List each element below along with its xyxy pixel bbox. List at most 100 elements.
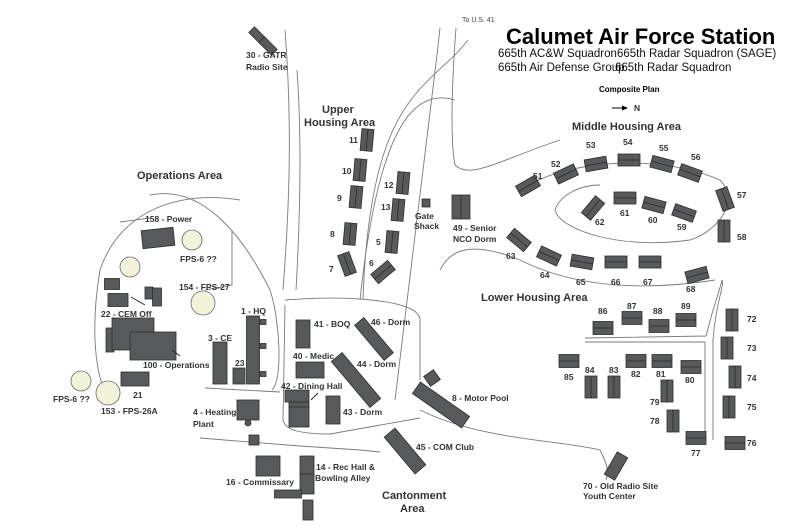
building[interactable] — [684, 265, 710, 285]
building-label: 13 — [381, 202, 391, 212]
building[interactable] — [255, 455, 281, 477]
building-label: 76 — [747, 438, 757, 448]
building[interactable] — [390, 198, 406, 222]
building[interactable] — [384, 230, 400, 254]
building-label: Radio Site — [246, 62, 288, 72]
building[interactable] — [120, 371, 150, 387]
area-cantonment-2: Area — [400, 503, 425, 515]
building[interactable] — [295, 361, 325, 379]
building[interactable] — [677, 163, 703, 183]
building[interactable] — [671, 203, 697, 223]
building[interactable] — [621, 311, 643, 325]
building-label: 158 - Power — [145, 214, 193, 224]
radar-antenna — [181, 229, 203, 251]
chimney-marker — [244, 419, 252, 427]
building[interactable] — [725, 308, 739, 332]
building[interactable] — [370, 259, 396, 285]
building[interactable] — [451, 194, 471, 220]
building[interactable] — [675, 313, 697, 327]
building[interactable] — [666, 409, 680, 433]
building[interactable] — [552, 163, 580, 185]
building[interactable] — [259, 319, 267, 325]
building[interactable] — [330, 351, 382, 409]
building[interactable] — [685, 431, 707, 445]
building[interactable] — [648, 319, 670, 333]
building[interactable] — [649, 154, 675, 174]
building[interactable] — [259, 371, 267, 377]
building-label: 45 - COM Club — [416, 442, 474, 452]
building[interactable] — [299, 473, 315, 495]
building[interactable] — [625, 354, 647, 368]
building[interactable] — [354, 316, 394, 362]
building[interactable] — [129, 331, 177, 361]
building[interactable] — [423, 369, 441, 387]
building[interactable] — [569, 253, 595, 271]
building[interactable] — [288, 406, 310, 428]
building[interactable] — [506, 227, 532, 253]
building[interactable] — [580, 195, 606, 221]
building-label: 84 — [585, 365, 595, 375]
building[interactable] — [720, 336, 734, 360]
building[interactable] — [603, 451, 629, 481]
building[interactable] — [302, 499, 314, 521]
building[interactable] — [514, 174, 542, 198]
building-label: NCO Dorm — [453, 234, 497, 244]
building[interactable] — [348, 185, 364, 209]
building[interactable] — [232, 367, 246, 385]
building[interactable] — [604, 255, 628, 269]
road-label: To U.S. 41 — [462, 17, 495, 24]
building[interactable] — [558, 354, 580, 368]
building-label: 53 — [586, 140, 596, 150]
building[interactable] — [258, 36, 278, 56]
building[interactable] — [583, 155, 609, 173]
building[interactable] — [107, 293, 129, 307]
building[interactable] — [274, 489, 302, 499]
building-label: FPS-6 ?? — [53, 394, 90, 404]
building[interactable] — [248, 434, 260, 446]
building[interactable] — [359, 128, 375, 152]
building[interactable] — [284, 389, 310, 403]
building[interactable] — [641, 195, 667, 215]
building[interactable] — [259, 343, 267, 349]
building[interactable] — [246, 315, 260, 385]
building-label: 153 - FPS-26A — [101, 406, 158, 416]
building[interactable] — [325, 395, 341, 425]
building[interactable] — [236, 399, 260, 421]
building[interactable] — [295, 319, 311, 349]
building[interactable] — [717, 219, 731, 243]
building-label: 72 — [747, 314, 757, 324]
building-label: 66 — [611, 277, 621, 287]
building[interactable] — [140, 226, 176, 250]
building[interactable] — [535, 245, 563, 267]
building-label: 79 — [650, 397, 660, 407]
building-label: 1 - HQ — [241, 306, 266, 316]
building[interactable] — [383, 427, 427, 475]
building[interactable] — [104, 278, 120, 290]
building[interactable] — [680, 360, 702, 374]
building[interactable] — [212, 341, 228, 385]
area-upper-housing-2: Housing Area — [304, 117, 376, 129]
building[interactable] — [724, 436, 746, 450]
building[interactable] — [337, 251, 357, 277]
building[interactable] — [613, 191, 637, 205]
building[interactable] — [592, 321, 614, 335]
building[interactable] — [152, 287, 162, 307]
building[interactable] — [584, 375, 598, 399]
building[interactable] — [411, 381, 471, 429]
building[interactable] — [638, 255, 662, 269]
building-label: 80 — [685, 375, 695, 385]
building-label: 86 — [598, 306, 608, 316]
building[interactable] — [617, 153, 641, 167]
building[interactable] — [715, 186, 735, 212]
building[interactable] — [144, 286, 154, 300]
building[interactable] — [607, 375, 621, 399]
building[interactable] — [395, 171, 411, 195]
building[interactable] — [660, 379, 674, 403]
building[interactable] — [299, 455, 315, 475]
building[interactable] — [651, 354, 673, 368]
building[interactable] — [722, 395, 736, 419]
building[interactable] — [728, 365, 742, 389]
building[interactable] — [421, 198, 431, 208]
building[interactable] — [352, 158, 368, 182]
building[interactable] — [342, 222, 358, 246]
